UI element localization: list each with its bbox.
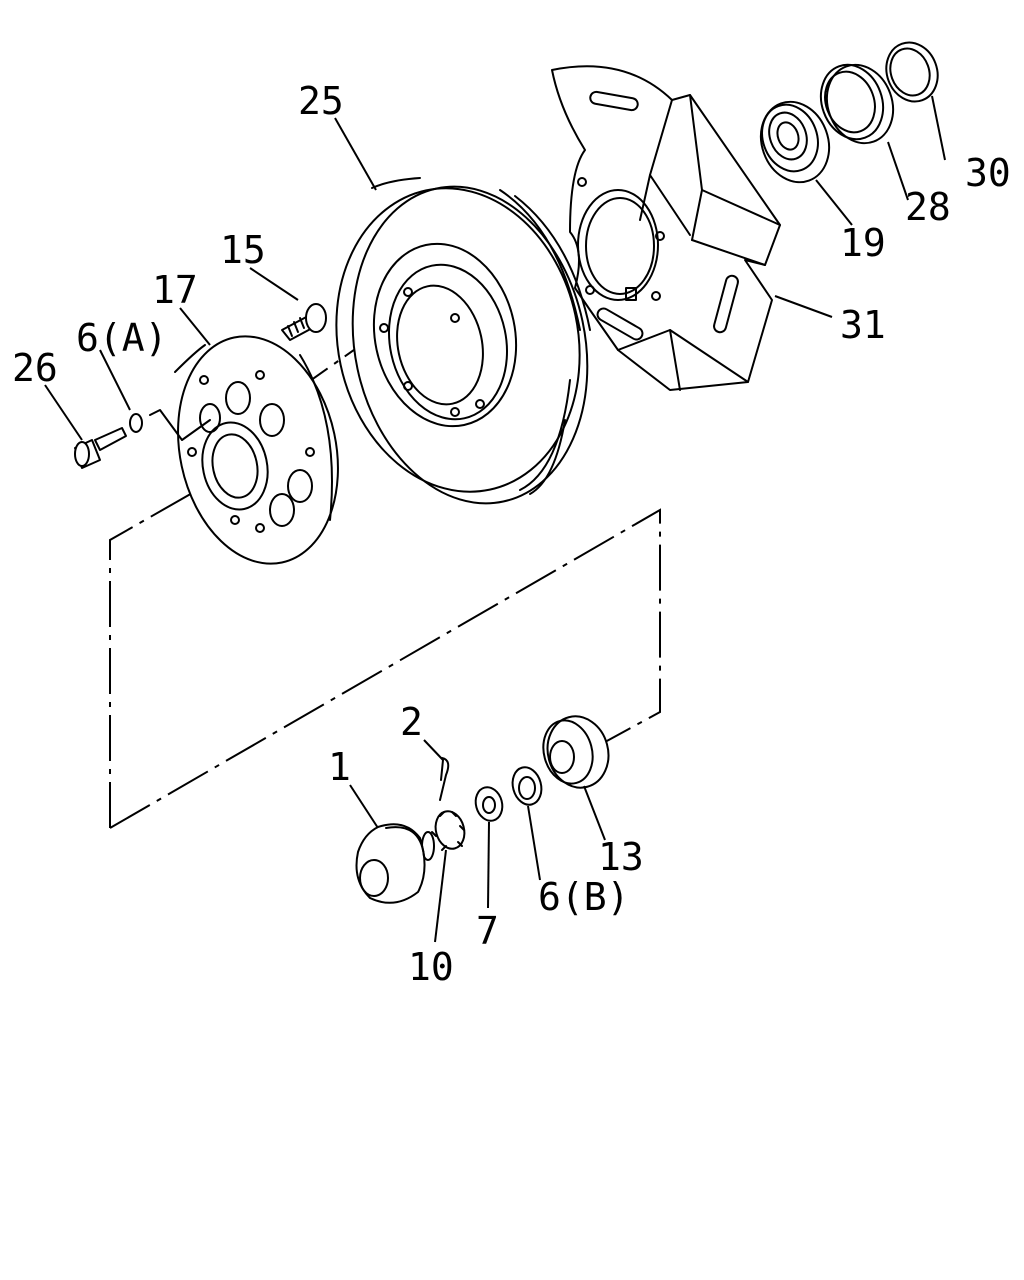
callout-10: 10 xyxy=(408,945,454,989)
bearing-inner-part xyxy=(759,100,831,184)
callout-6b: 6(B) xyxy=(538,875,630,919)
callout-2: 2 xyxy=(400,700,423,744)
callout-25: 25 xyxy=(298,79,344,123)
cotter-pin-part xyxy=(439,757,450,801)
leader-lines xyxy=(44,95,946,943)
lock-washer-a-part xyxy=(129,409,211,441)
grease-cap-part xyxy=(355,823,426,904)
callout-6a: 6(A) xyxy=(76,316,168,360)
callout-26: 26 xyxy=(12,346,58,390)
callout-1: 1 xyxy=(328,745,351,789)
ring-part xyxy=(885,41,939,103)
callout-7: 7 xyxy=(476,909,499,953)
callout-labels: 25 30 28 19 15 17 6(A) 26 31 2 1 13 6(B)… xyxy=(12,79,1011,989)
callout-15: 15 xyxy=(220,228,266,272)
callout-30: 30 xyxy=(965,151,1011,195)
nut-part xyxy=(474,786,504,822)
seal-part xyxy=(819,63,895,145)
lock-washer-b-part xyxy=(511,766,543,806)
callout-17: 17 xyxy=(152,268,198,312)
callout-19: 19 xyxy=(840,221,886,265)
bolt-part xyxy=(74,427,127,469)
wheel-stud-part xyxy=(281,303,327,341)
hub-part xyxy=(174,335,339,565)
callout-13: 13 xyxy=(598,835,644,879)
bearing-outer-part xyxy=(542,715,610,789)
callout-31: 31 xyxy=(840,303,886,347)
brake-rotor-part xyxy=(335,177,591,505)
callout-28: 28 xyxy=(905,185,951,229)
dust-shield-part xyxy=(551,65,781,391)
